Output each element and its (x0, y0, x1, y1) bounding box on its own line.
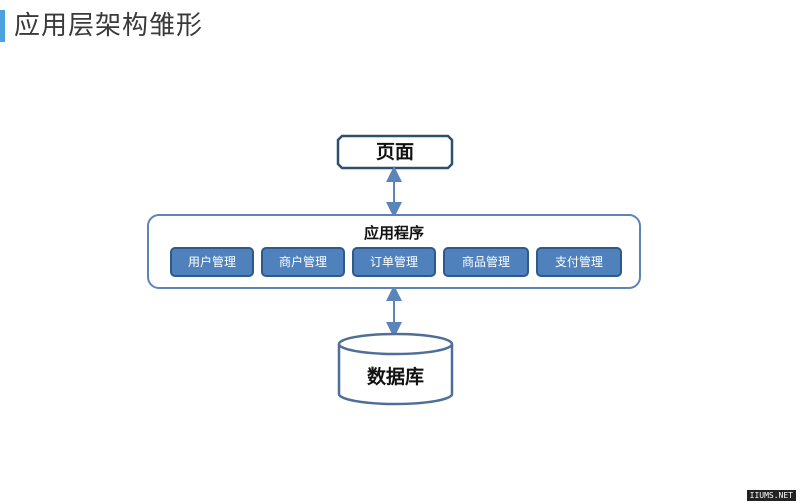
module-payment-management: 支付管理 (536, 247, 622, 277)
database-node-label: 数据库 (366, 366, 424, 388)
module-order-management: 订单管理 (352, 247, 436, 277)
module-product-management: 商品管理 (443, 247, 529, 277)
module-user-management: 用户管理 (170, 247, 254, 277)
page-node: 页面 (336, 134, 454, 170)
watermark: IIUMS.NET (746, 490, 796, 501)
app-node-label: 应用程序 (363, 224, 424, 242)
connectors (386, 166, 402, 338)
database-node: 数据库 (337, 332, 454, 406)
page-node-shape (336, 134, 454, 170)
module-merchant-management: 商户管理 (261, 247, 345, 277)
page-node-label: 页面 (375, 141, 414, 163)
module-list: 用户管理 商户管理 订单管理 商品管理 支付管理 (170, 247, 622, 277)
app-node: 应用程序 用户管理 商户管理 订单管理 商品管理 支付管理 (147, 214, 641, 289)
database-cylinder-shape (337, 332, 454, 406)
title-accent-bar (0, 10, 5, 42)
slide-title: 应用层架构雏形 (14, 11, 204, 41)
